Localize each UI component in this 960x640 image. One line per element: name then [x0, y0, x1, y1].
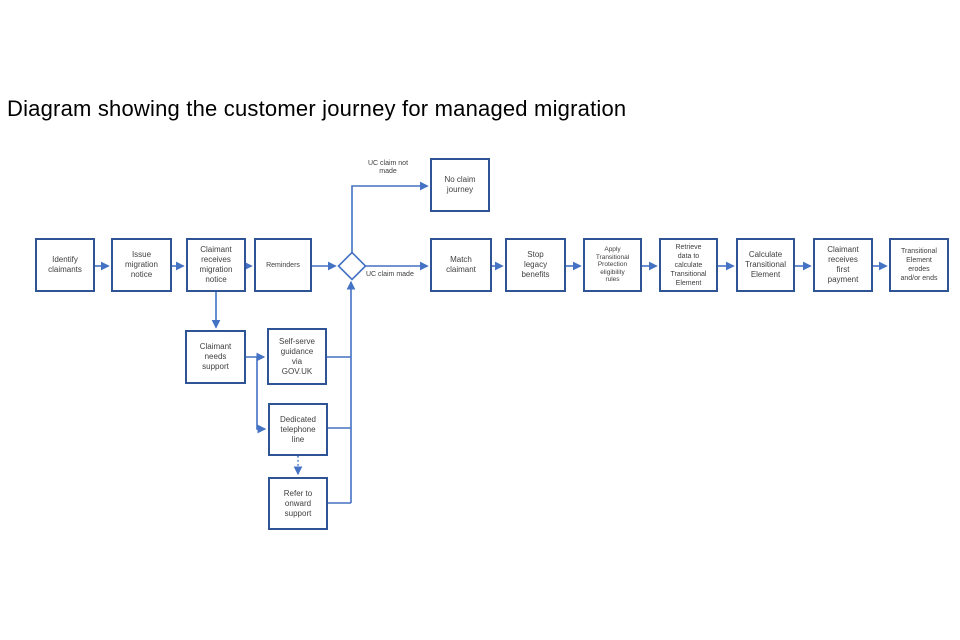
node-claimant-needs-support: Claimant needs support [185, 330, 246, 384]
node-claimant-receives-migration-notice: Claimant receives migration notice [186, 238, 246, 292]
node-reminders: Reminders [254, 238, 312, 292]
node-claimant-receives-first-payment: Claimant receives first payment [813, 238, 873, 292]
page-title: Diagram showing the customer journey for… [7, 96, 627, 121]
node-retrieve-data-calculate-transitional-element: Retrieve data to calculate Transitional … [659, 238, 718, 292]
edge-label-uc-claim-made: UC claim made [366, 271, 414, 278]
node-match-claimant: Match claimant [430, 238, 492, 292]
node-calculate-transitional-element: Calculate Transitional Element [736, 238, 795, 292]
node-refer-onward-support: Refer to onward support [268, 477, 328, 530]
node-apply-transitional-protection-rules: Apply Transitional Protection eligibilit… [583, 238, 642, 292]
connector-needs-support-to-phone [256, 357, 267, 434]
node-no-claim-journey: No claim journey [430, 158, 490, 212]
node-self-serve-guidance: Self-serve guidance via GOV.UK [267, 328, 327, 385]
edge-label-uc-claim-not-made: UC claim not made [367, 160, 409, 175]
decision-diamond [337, 251, 367, 281]
node-stop-legacy-benefits: Stop legacy benefits [505, 238, 566, 292]
node-identify-claimants: Identify claimants [35, 238, 95, 292]
node-issue-migration-notice: Issue migration notice [111, 238, 172, 292]
node-dedicated-telephone-line: Dedicated telephone line [268, 403, 328, 456]
connector-decision-to-no-claim [351, 181, 429, 253]
node-transitional-element-erodes: Transitional Element erodes and/or ends [889, 238, 949, 292]
